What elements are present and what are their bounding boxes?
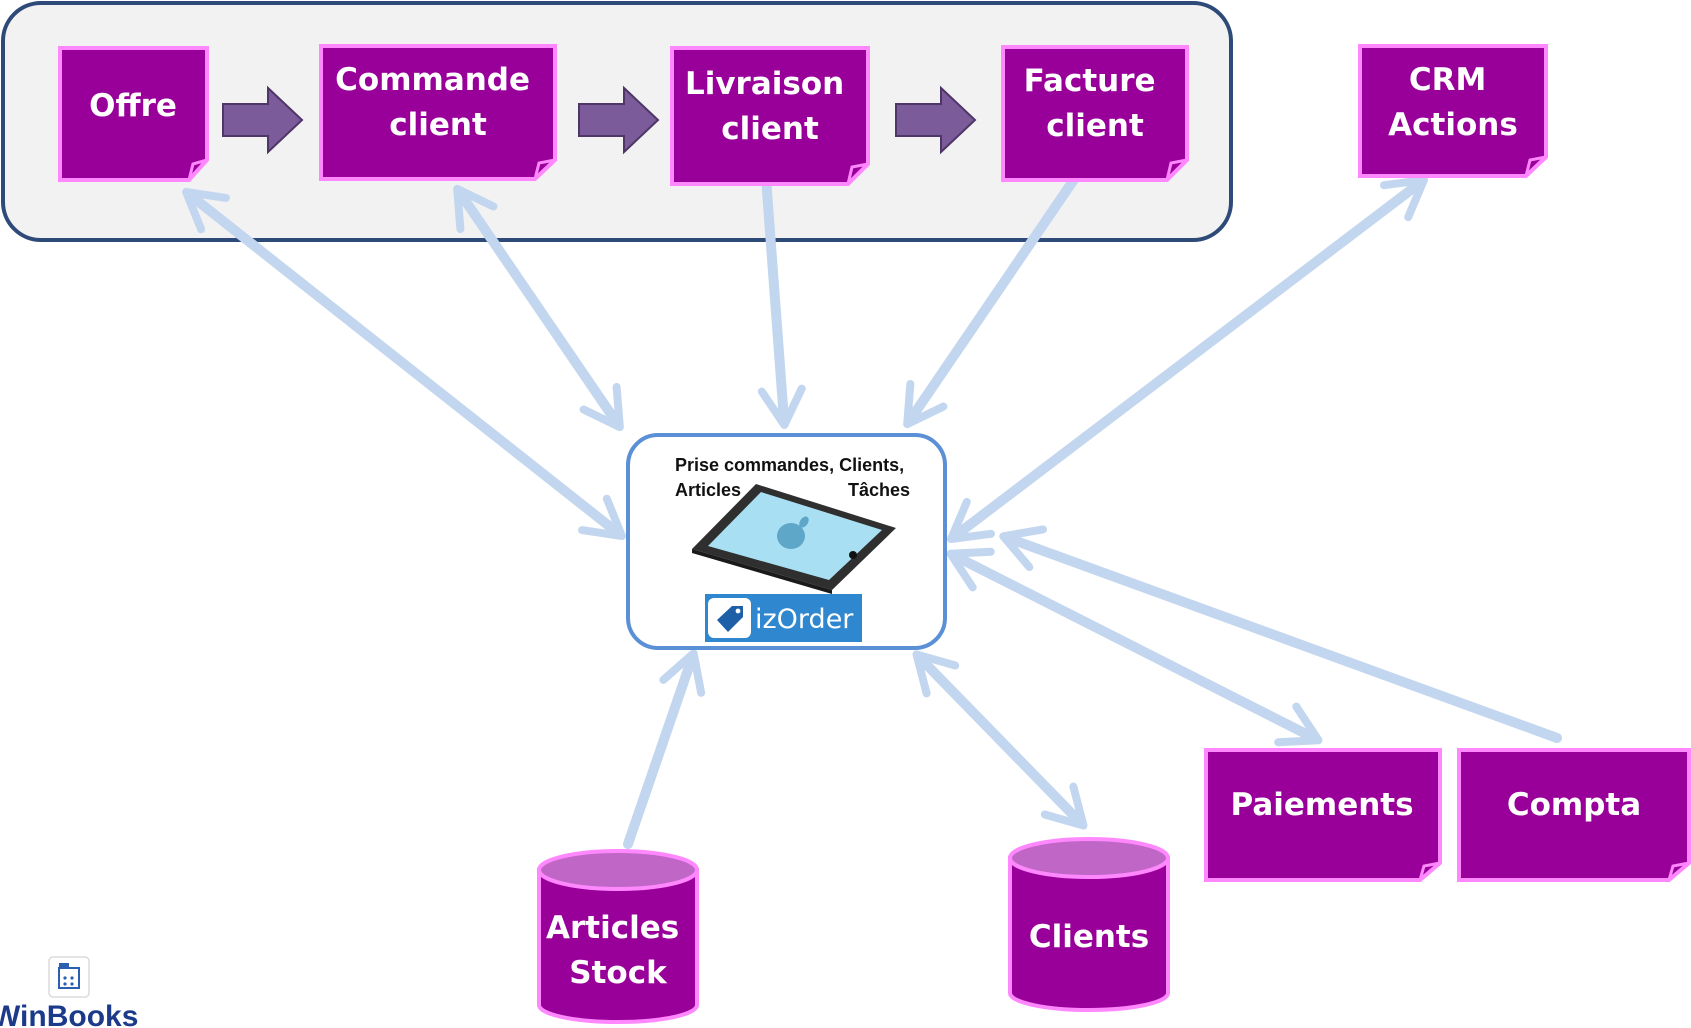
arrow-offre-center <box>182 187 626 541</box>
note-compta: Compta <box>1457 748 1691 882</box>
commande-label-line1: Commande <box>335 62 530 98</box>
svg-text:WinBooks: WinBooks <box>0 1000 138 1028</box>
paiements-label: Paiements <box>1230 787 1413 823</box>
svg-text:izOrder: izOrder <box>755 604 854 635</box>
center-taches: Tâches <box>848 480 910 500</box>
center-articles: Articles <box>675 480 741 500</box>
svg-text:Prise commandes, Clients,: Prise commandes, Clients, <box>675 455 904 475</box>
note-livraison-client: Livraison client <box>670 46 870 186</box>
facture-label-line2: client <box>1046 108 1144 144</box>
arrow-crm-center <box>947 175 1428 544</box>
flow-arrow-2 <box>578 85 660 155</box>
livraison-label-line2: client <box>721 111 819 147</box>
winbooks-label: WinBooks <box>0 1000 138 1028</box>
svg-text:Paiements: Paiements <box>1230 787 1413 823</box>
note-commande-client: Commande client <box>319 44 557 181</box>
arrow-clients-center <box>912 650 1088 830</box>
center-line1: Prise commandes, Clients, <box>675 455 904 475</box>
note-facture-client: Facture client <box>1001 45 1189 182</box>
flow-arrows <box>222 85 977 155</box>
offre-label: Offre <box>89 88 177 124</box>
crm-label-line1: CRM <box>1409 62 1486 98</box>
tag-icon <box>717 606 743 632</box>
crm-label-line2: Actions <box>1388 107 1518 143</box>
connector-arrows <box>182 173 1562 849</box>
clients-db-label: Clients <box>1029 919 1149 955</box>
compta-label: Compta <box>1507 787 1641 823</box>
tablet-apple-icon <box>692 484 896 594</box>
svg-text:Offre: Offre <box>89 88 177 124</box>
articles-db-line2: Stock <box>569 955 668 991</box>
svg-text:CRM Actions: CRM Actions <box>1388 62 1518 143</box>
livraison-label-line1: Livraison <box>685 66 844 102</box>
winbooks-logo-icon <box>48 956 90 998</box>
arrow-articles-center <box>623 649 706 849</box>
note-crm-actions: CRM Actions <box>1358 44 1548 178</box>
svg-text:Articles: Articles <box>675 480 741 500</box>
winbooks-logo: WinBooks <box>0 956 138 1028</box>
arrow-commande-center <box>453 184 624 432</box>
arrow-livraison-center <box>757 173 806 429</box>
svg-text:Clients: Clients <box>1029 919 1149 955</box>
arrow-compta-center <box>999 525 1562 743</box>
svg-text:Facture client: Facture client <box>1024 63 1167 144</box>
svg-text:Livraison client: Livraison client <box>685 66 855 147</box>
articles-db-line1: Articles <box>546 910 679 946</box>
svg-text:Compta: Compta <box>1507 787 1641 823</box>
svg-text:Commande client: Commande client <box>335 62 541 143</box>
flow-arrow-3 <box>895 85 977 155</box>
note-offre: Offre <box>58 46 209 182</box>
flow-arrow-1 <box>222 85 304 155</box>
svg-text:Tâches: Tâches <box>848 480 910 500</box>
izorder-label: izOrder <box>755 604 854 635</box>
arrow-paiements-center <box>946 547 1323 747</box>
center-hub: Prise commandes, Clients, Articles Tâche… <box>626 433 947 650</box>
svg-text:Articles Stock: Articles Stock <box>546 910 690 991</box>
db-clients: Clients <box>1008 837 1170 1012</box>
facture-label-line1: Facture <box>1024 63 1156 99</box>
commande-label-line2: client <box>389 107 487 143</box>
note-paiements: Paiements <box>1204 748 1442 882</box>
db-articles-stock: Articles Stock <box>537 849 699 1024</box>
izorder-badge: izOrder <box>705 594 862 642</box>
